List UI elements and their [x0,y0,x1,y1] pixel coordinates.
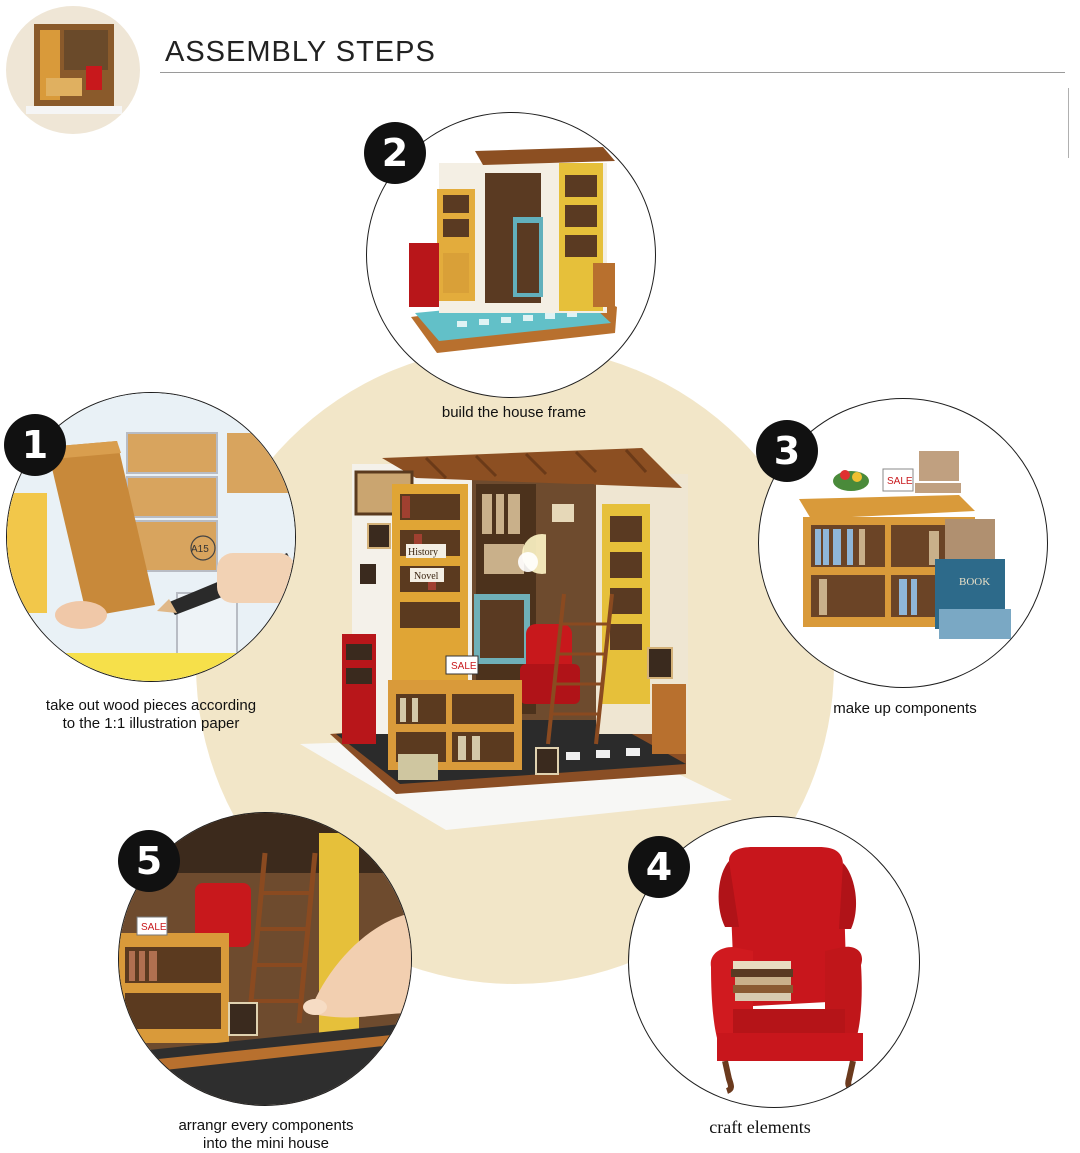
step-4-badge: 4 [628,836,690,898]
label-novel-tag [410,568,444,582]
step-3-sale-tag [882,468,914,492]
edge-divider [1068,88,1069,158]
dollhouse-illustration: History Novel SALE [300,448,732,830]
step-4-circle [628,816,920,1108]
label-history-tag [406,544,446,558]
step-3-caption: make up components [833,700,977,717]
step-2-badge: 2 [364,122,426,184]
step-5-badge: 5 [118,830,180,892]
step-2-caption: build the house frame [441,404,587,421]
wood-pieces-image: A15 [7,393,295,681]
center-model: History Novel SALE [296,444,736,834]
step-5-sale-text: SALE [141,922,167,933]
book-text: BOOK [959,576,990,588]
label-novel: Novel [414,571,439,582]
step-1-circle: A15 [6,392,296,682]
label-history: History [408,547,438,558]
step-1-caption: take out wood pieces according to the 1:… [20,697,282,733]
center-sale-tag [445,655,479,675]
step-5-sale-tag [136,916,168,936]
step-1-caption-line-1: take out wood pieces according [45,697,257,714]
paper-label: A15 [191,544,209,555]
center-sale-text: SALE [451,661,477,672]
step-4-caption: craft elements [709,1117,811,1137]
house-frame-image [409,147,617,353]
thumbnail [6,6,140,134]
step-1-badge: 1 [4,414,66,476]
step-3-badge: 3 [756,420,818,482]
step-5-caption-line-2: into the mini house [203,1135,329,1152]
step-5-caption-line-1: arrangr every components [178,1117,354,1134]
thumbnail-house-image [26,24,122,114]
title-divider [160,72,1065,73]
bookshelf-components-image: BOOK SALE [799,451,1011,639]
page-title: ASSEMBLY STEPS [165,36,436,68]
step-5-caption: arrangr every components into the mini h… [130,1117,402,1153]
red-armchair-image [710,847,863,1094]
step-1-caption-line-2: to the 1:1 illustration paper [62,715,240,732]
step-3-sale-text: SALE [887,476,913,487]
